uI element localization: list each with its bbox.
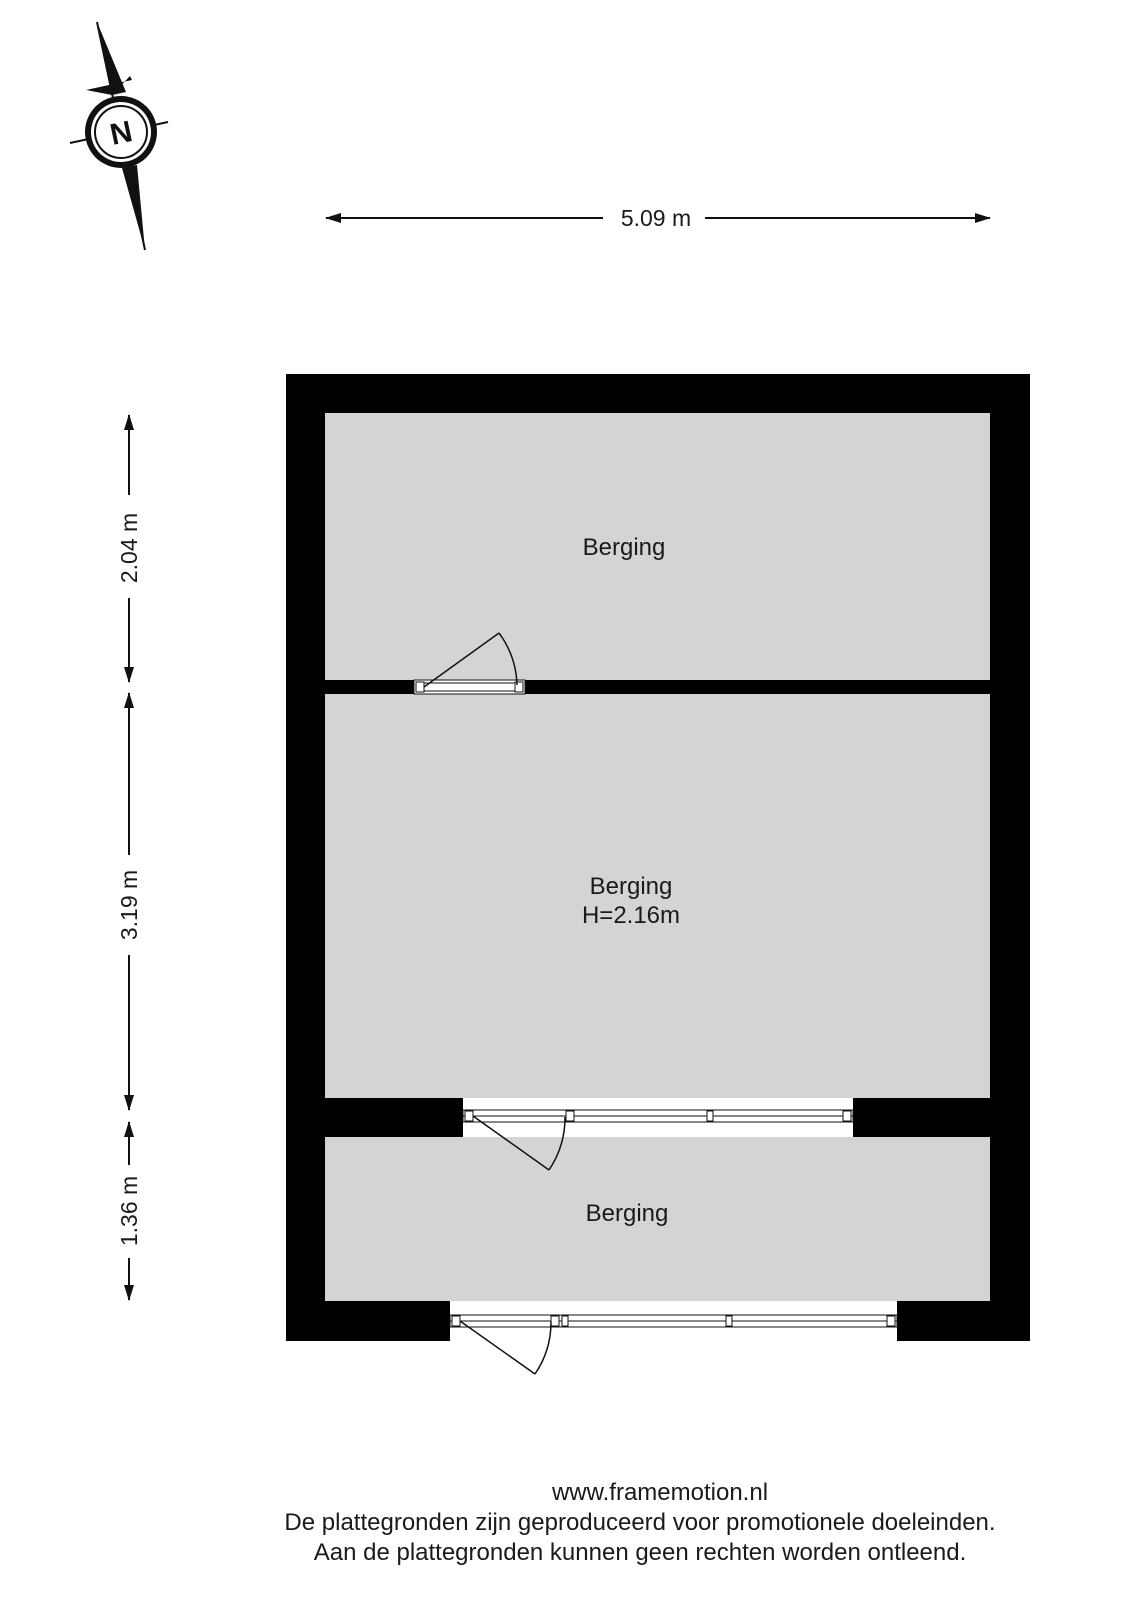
room-label-bottom: Berging: [586, 1200, 669, 1227]
north-arrow-icon: N: [69, 21, 169, 251]
footer-disclaimer-line1: De plattegronden zijn geproduceerd voor …: [284, 1509, 996, 1536]
width-dimension-label: 5.09 m: [621, 205, 691, 231]
depth-dimension-middle: 3.19 m: [116, 692, 142, 1111]
room-height-middle: H=2.16m: [582, 902, 680, 929]
room-floor-top: [325, 413, 990, 680]
footer-website: www.framemotion.nl: [551, 1479, 769, 1506]
depth-dimension-bottom-label: 1.36 m: [116, 1176, 142, 1246]
door-middle: [462, 1098, 854, 1171]
room-floor-middle: [325, 694, 990, 1098]
door-bottom: [449, 1301, 898, 1375]
room-floor-bottom: [325, 1137, 990, 1301]
door-top: [413, 632, 526, 695]
depth-dimension-top: 2.04 m: [116, 414, 142, 683]
footer: www.framemotion.nl De plattegronden zijn…: [0, 1478, 1132, 1568]
room-label-top: Berging: [583, 534, 666, 561]
footer-disclaimer-line2: Aan de plattegronden kunnen geen rechten…: [313, 1539, 967, 1566]
width-dimension: 5.09 m: [325, 205, 991, 231]
room-label-middle: Berging: [590, 873, 673, 900]
depth-dimension-top-label: 2.04 m: [116, 513, 142, 583]
depth-dimension-middle-label: 3.19 m: [116, 870, 142, 940]
depth-dimension-bottom: 1.36 m: [116, 1121, 142, 1301]
